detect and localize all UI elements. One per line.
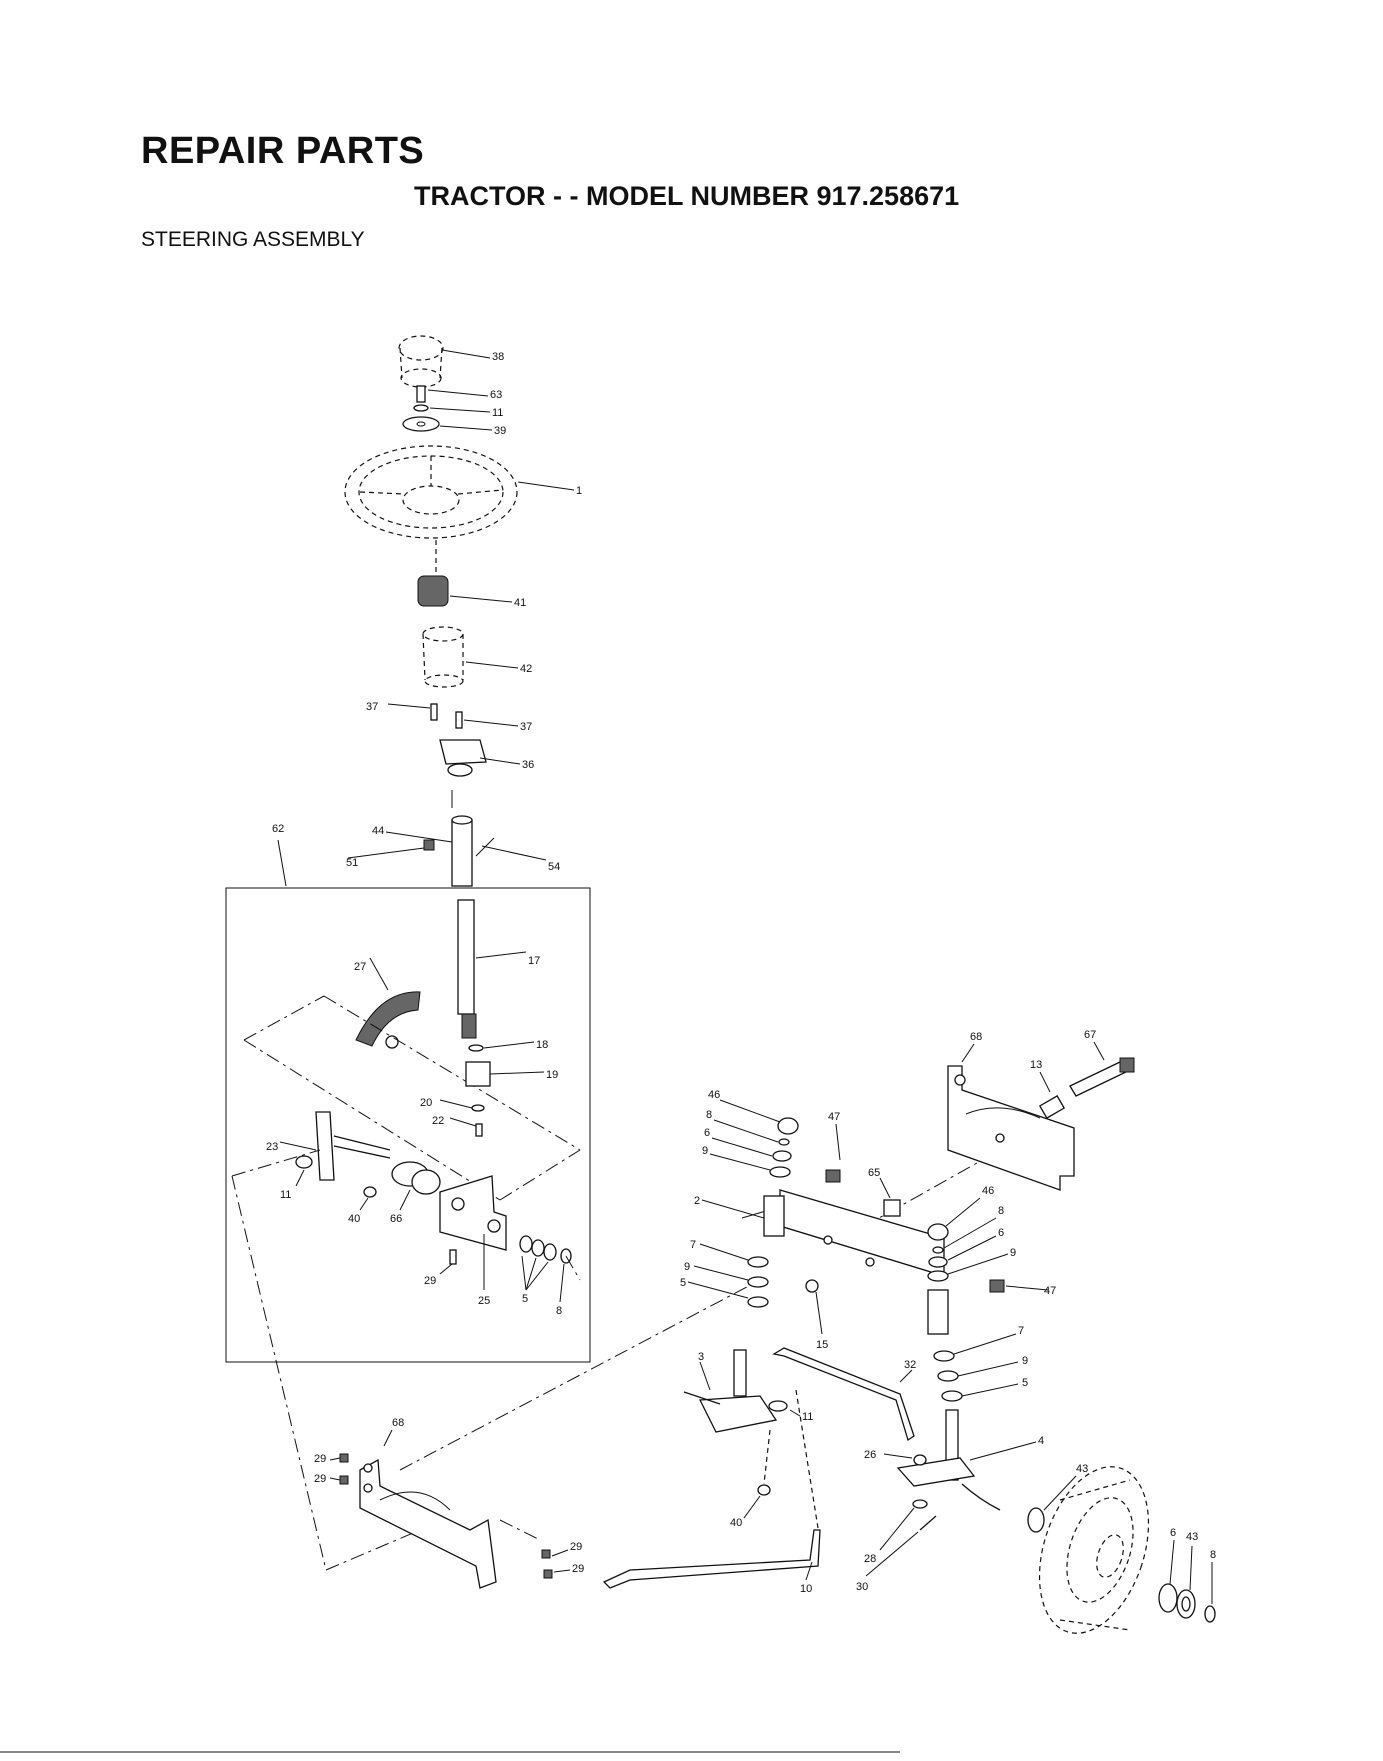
callout-1: 1 bbox=[576, 485, 582, 497]
callout-19: 19 bbox=[546, 1069, 558, 1081]
callout-46: 46 bbox=[708, 1089, 720, 1101]
callout-3: 3 bbox=[698, 1351, 704, 1363]
callout-13: 13 bbox=[1030, 1059, 1042, 1071]
callout-6: 6 bbox=[704, 1127, 710, 1139]
callout-51: 51 bbox=[346, 857, 358, 869]
callout-23: 23 bbox=[266, 1141, 278, 1153]
callout-11: 11 bbox=[280, 1189, 291, 1201]
callout-68: 68 bbox=[392, 1417, 404, 1429]
callout-29: 29 bbox=[314, 1473, 326, 1485]
callout-66: 66 bbox=[390, 1213, 402, 1225]
callout-40: 40 bbox=[730, 1517, 742, 1529]
callout-38: 38 bbox=[492, 351, 504, 363]
callout-2: 2 bbox=[694, 1195, 700, 1207]
callout-20: 20 bbox=[420, 1097, 432, 1109]
callout-68: 68 bbox=[970, 1031, 982, 1043]
callout-37: 37 bbox=[520, 721, 532, 733]
callout-9: 9 bbox=[1022, 1355, 1028, 1367]
callout-37: 37 bbox=[366, 701, 378, 713]
callout-10: 10 bbox=[800, 1583, 812, 1595]
callout-27: 27 bbox=[354, 961, 366, 973]
callout-8: 8 bbox=[556, 1305, 562, 1317]
callout-47: 47 bbox=[1044, 1285, 1056, 1297]
callout-5: 5 bbox=[522, 1293, 528, 1305]
callout-63: 63 bbox=[490, 389, 502, 401]
callout-17: 17 bbox=[528, 955, 540, 967]
callout-18: 18 bbox=[536, 1039, 548, 1051]
callout-54: 54 bbox=[548, 861, 560, 873]
callout-30: 30 bbox=[856, 1581, 868, 1593]
callout-29: 29 bbox=[572, 1563, 584, 1575]
callout-9: 9 bbox=[1010, 1247, 1016, 1259]
callout-11: 11 bbox=[492, 407, 503, 419]
callout-9: 9 bbox=[702, 1145, 708, 1157]
callout-29: 29 bbox=[314, 1453, 326, 1465]
callout-5: 5 bbox=[680, 1277, 686, 1289]
callout-4: 4 bbox=[1038, 1435, 1044, 1447]
callout-25: 25 bbox=[478, 1295, 490, 1307]
callout-28: 28 bbox=[864, 1553, 876, 1565]
callout-9: 9 bbox=[684, 1261, 690, 1273]
steering-column-parts bbox=[345, 336, 574, 886]
callout-8: 8 bbox=[998, 1205, 1004, 1217]
callout-46: 46 bbox=[982, 1185, 994, 1197]
callout-47: 47 bbox=[828, 1111, 840, 1123]
callout-6: 6 bbox=[1170, 1527, 1176, 1539]
gear-subassembly-box bbox=[226, 840, 590, 1362]
callout-62: 62 bbox=[272, 823, 284, 835]
callout-42: 42 bbox=[520, 663, 532, 675]
callout-7: 7 bbox=[690, 1239, 696, 1251]
callout-39: 39 bbox=[494, 425, 506, 437]
callout-5: 5 bbox=[1022, 1377, 1028, 1389]
callout-32: 32 bbox=[904, 1359, 916, 1371]
callout-40: 40 bbox=[348, 1213, 360, 1225]
callout-43: 43 bbox=[1186, 1531, 1198, 1543]
axle-and-linkage-parts bbox=[232, 1042, 1215, 1647]
callout-29: 29 bbox=[424, 1275, 436, 1287]
callout-15: 15 bbox=[816, 1339, 828, 1351]
callout-8: 8 bbox=[706, 1109, 712, 1121]
callout-11: 11 bbox=[802, 1411, 813, 1423]
callout-6: 6 bbox=[998, 1227, 1004, 1239]
callout-67: 67 bbox=[1084, 1029, 1096, 1041]
callout-41: 41 bbox=[514, 597, 526, 609]
callout-8: 8 bbox=[1210, 1549, 1216, 1561]
callout-44: 44 bbox=[372, 825, 384, 837]
callout-29: 29 bbox=[570, 1541, 582, 1553]
callout-65: 65 bbox=[868, 1167, 880, 1179]
callout-7: 7 bbox=[1018, 1325, 1024, 1337]
callout-26: 26 bbox=[864, 1449, 876, 1461]
callout-36: 36 bbox=[522, 759, 534, 771]
callout-43: 43 bbox=[1076, 1463, 1088, 1475]
callout-22: 22 bbox=[432, 1115, 444, 1127]
